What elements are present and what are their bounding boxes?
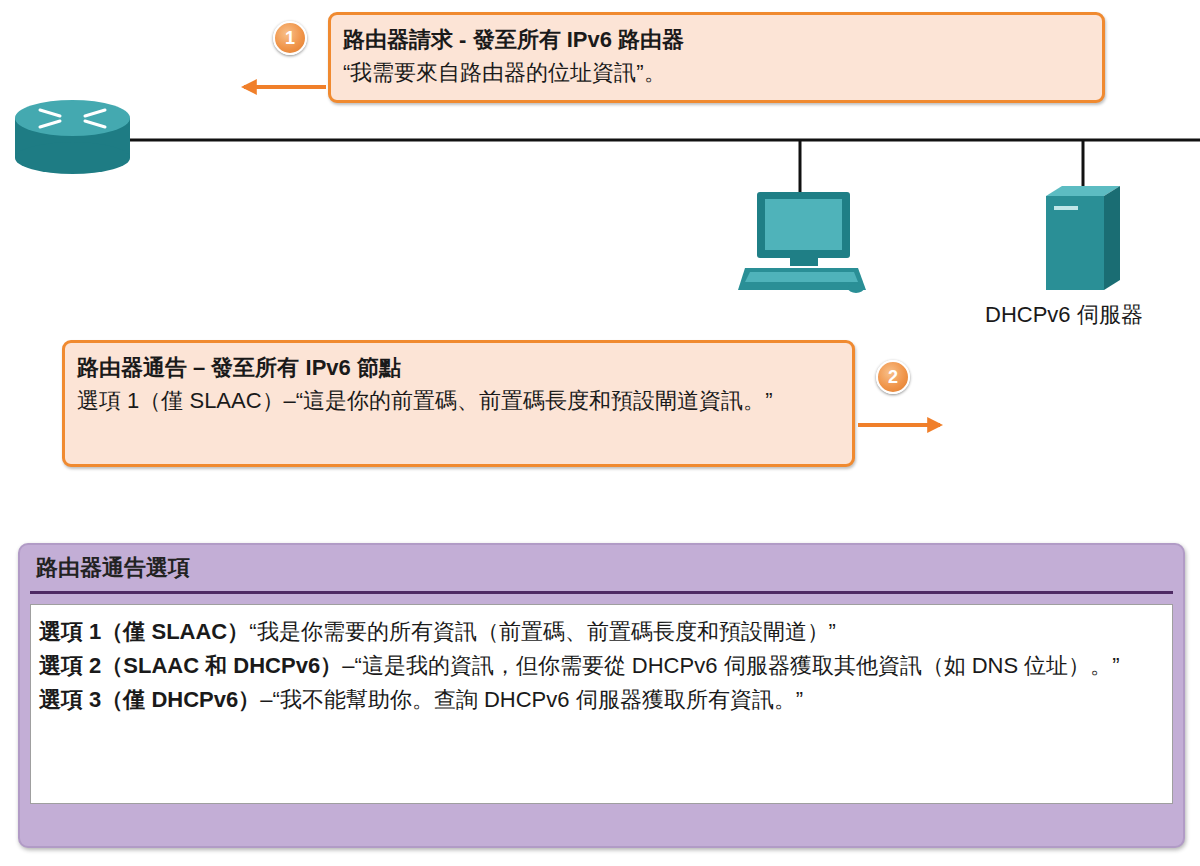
option-line: 選項 1（僅 SLAAC）“我是你需要的所有資訊（前置碼、前置碼長度和預設閘道）… — [39, 615, 1164, 649]
option-line: 選項 2（SLAAC 和 DHCPv6）–“這是我的資訊，但你需要從 DHCPv… — [39, 649, 1164, 683]
option-text: –“這是我的資訊，但你需要從 DHCPv6 伺服器獲取其他資訊（如 DNS 位址… — [342, 653, 1119, 678]
server-link — [1082, 140, 1085, 190]
panel-body: 選項 1（僅 SLAAC）“我是你需要的所有資訊（前置碼、前置碼長度和預設閘道）… — [30, 604, 1173, 804]
box-body: “我需要來自路由器的位址資訊”。 — [343, 56, 1090, 89]
option-name: 選項 1（僅 SLAAC） — [39, 619, 249, 644]
box-body: 選項 1（僅 SLAAC）–“這是你的前置碼、前置碼長度和預設閘道資訊。” — [77, 384, 840, 417]
pc-link — [799, 140, 802, 192]
arrow-right — [858, 423, 940, 427]
pc-icon — [738, 192, 866, 293]
option-name: 選項 3（僅 DHCPv6） — [39, 687, 260, 712]
box-heading: 路由器請求 - 發至所有 IPv6 路由器 — [343, 23, 1090, 56]
option-text: –“我不能幫助你。查詢 DHCPv6 伺服器獲取所有資訊。” — [260, 687, 803, 712]
option-text: “我是你需要的所有資訊（前置碼、前置碼長度和預設閘道）” — [249, 619, 836, 644]
server-icon — [1046, 186, 1120, 290]
callout-number: 1 — [273, 21, 307, 55]
callout-number: 2 — [876, 360, 910, 394]
request-box: 路由器請求 - 發至所有 IPv6 路由器“我需要來自路由器的位址資訊”。 — [328, 12, 1105, 103]
option-line: 選項 3（僅 DHCPv6）–“我不能幫助你。查詢 DHCPv6 伺服器獲取所有… — [39, 683, 1164, 717]
arrow-left — [244, 85, 326, 89]
options-panel: 路由器通告選項選項 1（僅 SLAAC）“我是你需要的所有資訊（前置碼、前置碼長… — [18, 543, 1185, 848]
network-bus — [110, 139, 1200, 142]
advert-box: 路由器通告 – 發至所有 IPv6 節點選項 1（僅 SLAAC）–“這是你的前… — [62, 340, 855, 467]
box-heading: 路由器通告 – 發至所有 IPv6 節點 — [77, 351, 840, 384]
router-icon — [15, 100, 130, 174]
option-name: 選項 2（SLAAC 和 DHCPv6） — [39, 653, 342, 678]
panel-heading: 路由器通告選項 — [30, 545, 1173, 594]
server-label: DHCPv6 伺服器 — [985, 300, 1143, 330]
